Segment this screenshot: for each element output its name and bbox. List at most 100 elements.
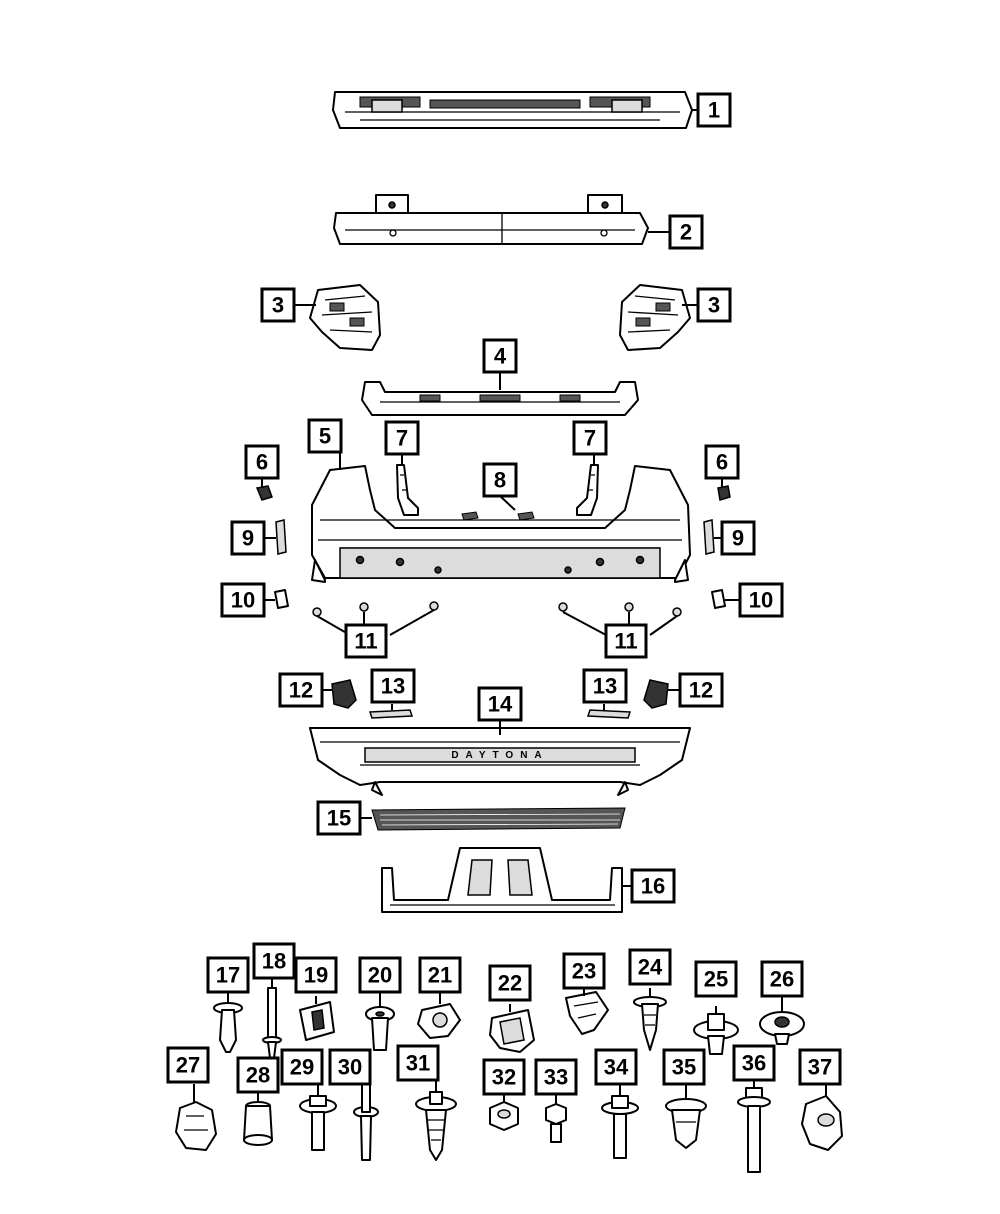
callout-label: 4 [494, 344, 507, 369]
callout-14: 14 [477, 686, 523, 722]
part-7-bracket-right [576, 464, 599, 516]
callout-29: 29 [280, 1048, 324, 1086]
part-22-clip [489, 1009, 535, 1053]
part-18-rivet-pin [262, 987, 282, 1059]
callout-label: 10 [749, 588, 773, 613]
callout-label: 31 [406, 1051, 430, 1076]
callout-label: 11 [354, 629, 377, 654]
daytona-lettering: DAYTONA [451, 750, 548, 761]
callout-label: 9 [732, 526, 744, 551]
part-20-push-clip [365, 1006, 395, 1051]
part-13-strip-left [368, 709, 414, 719]
callout-26: 26 [760, 960, 804, 998]
callout-label: 6 [256, 450, 268, 475]
callout-8: 8 [482, 462, 518, 498]
part-19-u-nut [299, 1001, 335, 1041]
part-10-holder-right [711, 589, 726, 609]
callout-12-right: 12 [678, 672, 724, 708]
part-3-bracket-right [619, 284, 691, 351]
callout-label: 36 [742, 1051, 766, 1076]
callout-31: 31 [396, 1044, 440, 1082]
callout-label: 17 [216, 963, 240, 988]
part-14-fascia-lower: DAYTONA [309, 727, 691, 796]
callout-label: 8 [494, 468, 506, 493]
callout-35: 35 [662, 1048, 706, 1086]
callout-label: 10 [231, 588, 255, 613]
callout-label: 16 [641, 874, 665, 899]
callout-36: 36 [732, 1044, 776, 1082]
part-11-sensors-right [558, 602, 682, 617]
part-28-spacer-nut [243, 1101, 273, 1146]
part-37-j-nut [801, 1095, 843, 1151]
callout-label: 19 [304, 963, 328, 988]
part-33-hex-bolt [545, 1103, 567, 1143]
callout-label: 14 [488, 692, 513, 717]
callout-18: 18 [252, 942, 296, 980]
callout-16: 16 [630, 868, 676, 904]
callout-33: 33 [534, 1058, 578, 1096]
callout-19: 19 [294, 956, 338, 994]
callout-10-right: 10 [738, 582, 784, 618]
part-9-reflector-right [703, 519, 715, 555]
part-21-nut-retainer [417, 1003, 461, 1039]
callout-17: 17 [206, 956, 250, 994]
callouts: 1 2 3 3 4 5 6 6 7 7 8 9 9 10 10 11 11 12… [166, 92, 842, 1096]
callout-label: 15 [327, 806, 351, 831]
callout-11-left: 11 [344, 623, 388, 659]
callout-21: 21 [418, 956, 462, 994]
part-10-holder-left [274, 589, 289, 609]
part-25-grommet [693, 1013, 739, 1055]
callout-label: 7 [396, 426, 408, 451]
callout-9-left: 9 [230, 520, 266, 556]
part-4-upper-bracket [361, 381, 639, 416]
callout-label: 1 [708, 98, 720, 123]
callout-27: 27 [166, 1046, 210, 1084]
part-31-tree-clip [415, 1091, 457, 1161]
part-7-bracket-left [396, 464, 419, 516]
callout-label: 28 [246, 1063, 270, 1088]
callout-label: 18 [262, 949, 286, 974]
callout-label: 9 [242, 526, 254, 551]
callout-label: 13 [593, 674, 617, 699]
callout-6-right: 6 [704, 444, 740, 480]
part-23-clip [565, 991, 609, 1035]
callout-5: 5 [307, 418, 343, 454]
callout-label: 35 [672, 1055, 696, 1080]
callout-label: 33 [544, 1065, 568, 1090]
part-12-bezel-left [331, 679, 357, 709]
part-36-long-flange-bolt [737, 1087, 771, 1173]
callout-label: 29 [290, 1055, 314, 1080]
callout-label: 13 [381, 674, 405, 699]
callout-11-right: 11 [604, 623, 648, 659]
callout-6-left: 6 [244, 444, 280, 480]
callout-24: 24 [628, 948, 672, 986]
callout-3-right: 3 [696, 287, 732, 323]
part-9-reflector-left [275, 519, 287, 555]
callout-30: 30 [328, 1048, 372, 1086]
callout-28: 28 [236, 1056, 280, 1094]
part-24-push-rivet [633, 996, 667, 1051]
callout-20: 20 [358, 956, 402, 994]
part-1-energy-absorber [332, 91, 693, 129]
part-3-bracket-left [309, 284, 381, 351]
part-26-washer-nut [759, 1011, 805, 1045]
part-30-long-bolt [353, 1083, 379, 1161]
callout-label: 11 [614, 629, 637, 654]
callout-label: 12 [289, 678, 313, 703]
callout-32: 32 [482, 1058, 526, 1096]
callout-label: 37 [808, 1055, 832, 1080]
callout-13-left: 13 [370, 668, 416, 704]
callout-label: 12 [689, 678, 713, 703]
part-11-sensors-left [312, 601, 439, 617]
callout-label: 22 [498, 971, 522, 996]
part-5-fascia-upper [311, 465, 691, 583]
part-15-grille [371, 807, 626, 831]
callout-7-right: 7 [572, 420, 608, 456]
part-13-strip-right [586, 709, 632, 719]
callout-label: 7 [584, 426, 596, 451]
callout-37: 37 [798, 1048, 842, 1086]
callout-label: 27 [176, 1053, 200, 1078]
part-16-lower-bracket [381, 847, 623, 913]
callout-label: 34 [604, 1055, 629, 1080]
